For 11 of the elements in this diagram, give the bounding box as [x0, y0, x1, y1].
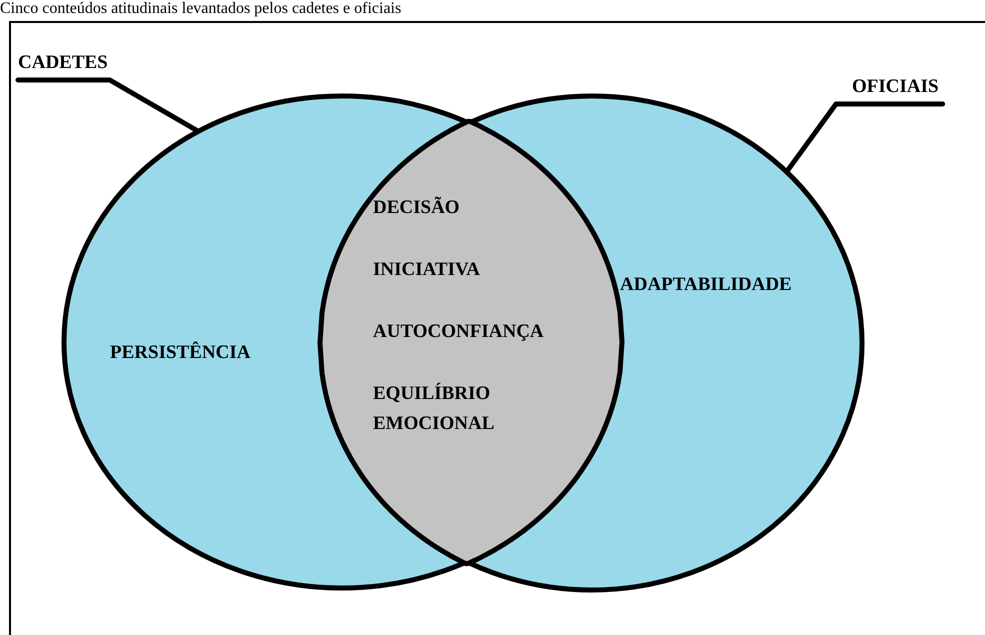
attitude-label: AUTOCONFIANÇA	[373, 320, 545, 344]
leader-line	[16, 78, 199, 133]
attitude-label: INICIATIVA	[373, 258, 481, 282]
set-label: CADETES	[18, 52, 108, 74]
attitude-label: DECISÃO	[373, 196, 461, 220]
leader-line	[785, 102, 946, 173]
attitude-label: PERSISTÊNCIA	[110, 342, 250, 364]
attitude-label: ADAPTABILIDADE	[620, 274, 792, 296]
figure-title: Cinco conteúdos atitudinais levantados pelos cadetes e oficiais	[0, 0, 402, 18]
attitude-label: EQUILÍBRIO EMOCIONAL	[373, 382, 496, 436]
set-label: OFICIAIS	[852, 76, 939, 98]
